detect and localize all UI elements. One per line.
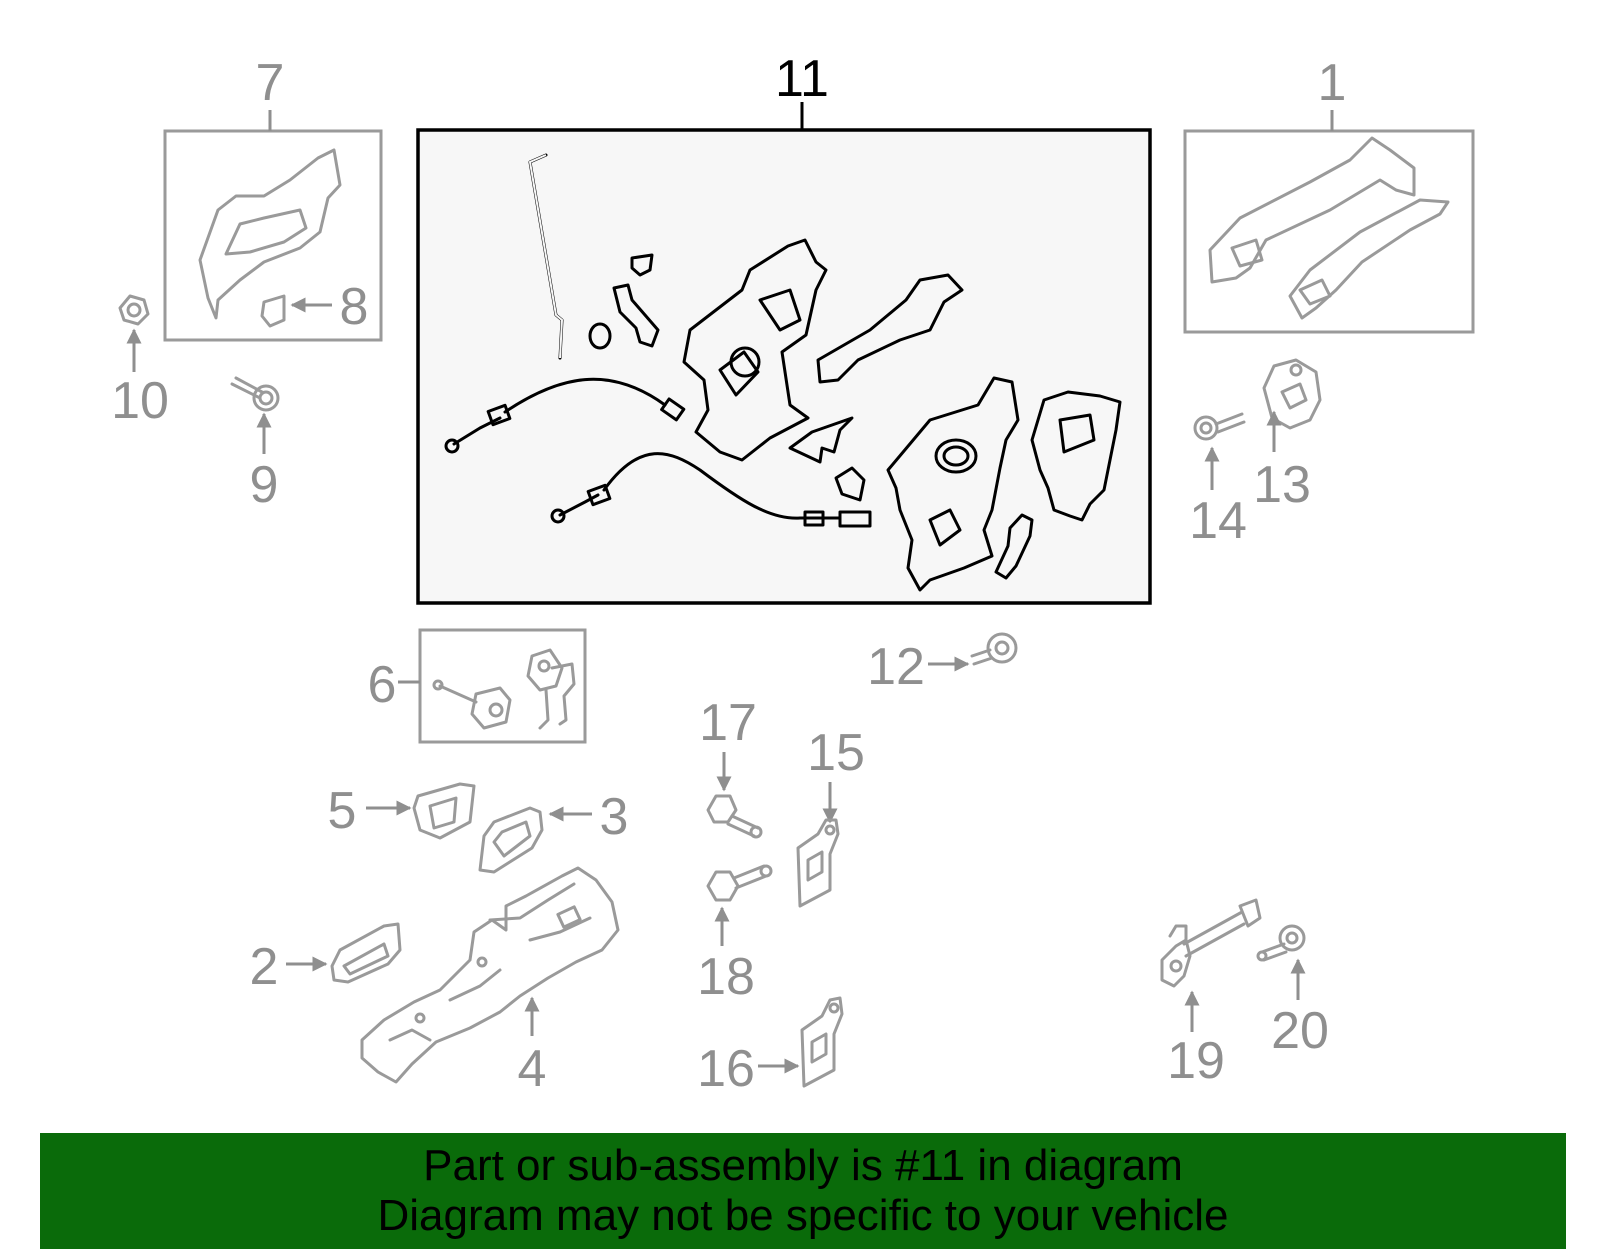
callout-13[interactable]: 13	[1253, 456, 1311, 514]
callout-20[interactable]: 20	[1271, 1002, 1329, 1060]
part-6-box[interactable]	[418, 628, 587, 744]
part-10-nut	[118, 294, 150, 326]
part-12-bolt	[970, 632, 1018, 666]
callout-16[interactable]: 16	[697, 1040, 755, 1098]
part-7-inside-handle	[198, 148, 342, 320]
callout-14[interactable]: 14	[1189, 492, 1247, 550]
callout-8[interactable]: 8	[340, 278, 369, 336]
part-2-gasket	[330, 922, 402, 984]
part-7-box[interactable]	[163, 129, 383, 342]
part-3-gasket	[478, 806, 544, 874]
part-15-hinge	[796, 818, 840, 908]
part-4-handle-frame	[360, 866, 620, 1084]
callout-17[interactable]: 17	[699, 694, 757, 752]
callout-5[interactable]: 5	[328, 782, 357, 840]
part-16-hinge	[800, 996, 844, 1088]
part-1-outside-handle	[1208, 136, 1450, 320]
part-1-box[interactable]	[1183, 129, 1475, 334]
notice-banner: Part or sub-assembly is #11 in diagram D…	[40, 1133, 1566, 1249]
part-11-assembly-box[interactable]	[416, 102, 1152, 605]
part-9-bolt	[230, 376, 280, 412]
callout-10[interactable]: 10	[111, 372, 169, 430]
part-18-bolt	[706, 864, 773, 902]
callout-19[interactable]: 19	[1167, 1032, 1225, 1090]
banner-line-1: Part or sub-assembly is #11 in diagram	[423, 1141, 1183, 1190]
part-11-components	[444, 153, 1122, 592]
part-19-door-check	[1160, 898, 1262, 988]
callout-2[interactable]: 2	[250, 938, 279, 996]
callout-4[interactable]: 4	[518, 1040, 547, 1098]
part-8-clip	[260, 294, 286, 328]
callout-11[interactable]: 11	[775, 50, 829, 108]
callout-3[interactable]: 3	[600, 788, 629, 846]
callout-15[interactable]: 15	[807, 724, 865, 782]
part-14-bolt	[1193, 412, 1246, 441]
callout-6[interactable]: 6	[368, 656, 397, 714]
part-6-key-cylinder	[432, 648, 576, 730]
callout-7[interactable]: 7	[256, 54, 285, 112]
part-17-bolt	[706, 794, 763, 839]
banner-line-2: Diagram may not be specific to your vehi…	[377, 1191, 1229, 1240]
callout-18[interactable]: 18	[697, 948, 755, 1006]
part-20-bolt	[1256, 924, 1306, 962]
callout-12[interactable]: 12	[867, 638, 925, 696]
callout-9[interactable]: 9	[250, 456, 279, 514]
part-5-cap	[412, 782, 476, 840]
callout-1[interactable]: 1	[1318, 54, 1347, 112]
part-13-striker	[1262, 358, 1322, 430]
